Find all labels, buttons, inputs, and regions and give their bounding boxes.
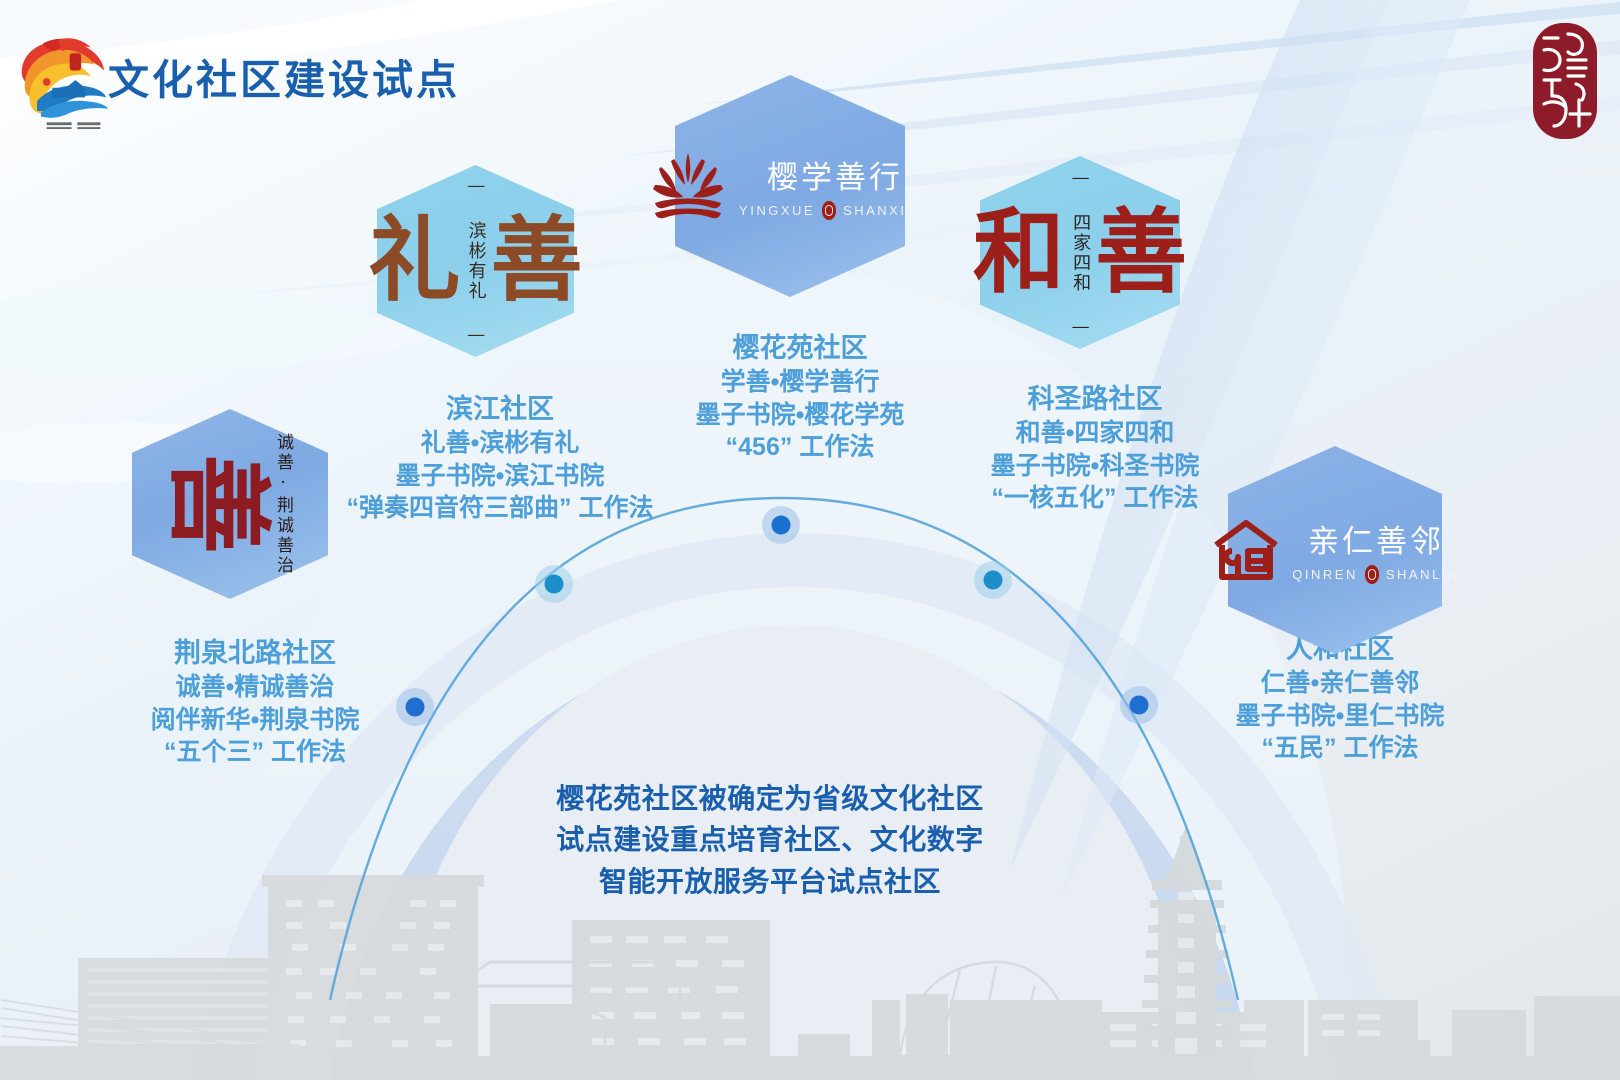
community-method: “弹奏四音符三部曲” 工作法 [346, 494, 654, 523]
badge-char-right: 善 [490, 206, 583, 315]
badge-name-en: QINREN SHANLIN [1292, 565, 1459, 584]
page-title: 文化社区建设试点 [108, 57, 460, 103]
community-name: 樱花苑社区 [732, 333, 868, 363]
badge-char-left: 礼 [368, 206, 461, 315]
red-seal-stamp-icon [1533, 23, 1597, 139]
caption-line-2: 试点建设重点培育社区、文化数字 [556, 824, 984, 856]
community-academy: 墨子书院•里仁书院 [1235, 701, 1445, 730]
hexagon-shape [132, 409, 328, 599]
community-method: “一核五化” 工作法 [991, 484, 1199, 513]
badge-side-label: — 四家四和 — [1070, 166, 1092, 339]
badge-qinren[interactable]: 亲仁善邻 QINREN SHANLIN [1214, 446, 1457, 654]
badge-heshan[interactable]: 和 — 四家四和 — 善 [973, 156, 1187, 349]
badge-name-en: YINGXUE SHANXING [739, 201, 931, 220]
community-name: 科圣路社区 [1027, 384, 1163, 414]
community-academy: 阅伴新华•荆泉书院 [150, 705, 360, 734]
badge-name-en-left: YINGXUE [739, 203, 816, 218]
arc-node-group [396, 506, 1158, 726]
community-theme: 和善•四家四和 [1015, 419, 1175, 448]
badge-name-cn: 亲仁善邻 [1308, 524, 1444, 560]
mini-seal-icon [822, 201, 837, 220]
community-method: “五个三” 工作法 [164, 738, 346, 767]
community-block-jingquan: 荆泉北路社区 诚善•精诚善治 阅伴新华•荆泉书院 “五个三” 工作法 [110, 636, 400, 769]
community-name: 滨江社区 [446, 394, 554, 424]
community-name: 荆泉北路社区 [174, 638, 336, 668]
badge-lishan[interactable]: 礼 — 滨彬有礼 — 善 [368, 165, 583, 357]
community-method: “五民” 工作法 [1261, 734, 1419, 763]
badge-name-en-left: QINREN [1292, 567, 1358, 582]
poster-header: 文化社区建设试点 [0, 0, 1620, 150]
bottom-caption: 樱花苑社区被确定为省级文化社区 试点建设重点培育社区、文化数字 智能开放服务平台… [510, 778, 1030, 902]
community-theme: 仁善•亲仁善邻 [1260, 669, 1420, 698]
lotus-book-logo-icon [653, 153, 724, 219]
mini-seal-icon [1364, 565, 1379, 584]
community-academy: 墨子书院•樱花学苑 [695, 400, 905, 429]
badge-chengshan[interactable]: 善 诚善·荆诚善治 [132, 409, 328, 599]
caption-line-1: 樱花苑社区被确定为省级文化社区 [556, 783, 984, 814]
community-block-yinghua: 樱花苑社区 学善•樱学善行 墨子书院•樱花学苑 “456” 工作法 [655, 331, 945, 464]
community-academy: 墨子书院•滨江书院 [395, 461, 605, 490]
community-theme: 礼善•滨彬有礼 [420, 429, 580, 458]
hexagon-shape [377, 165, 574, 357]
badge-name-en-right: SHANLIN [1385, 567, 1460, 582]
badge-char-right: 善 [1095, 197, 1188, 306]
caption-line-3: 智能开放服务平台试点社区 [598, 865, 941, 897]
badge-name-en-right: SHANXING [843, 203, 931, 218]
culture-swirl-logo-icon [21, 38, 109, 130]
community-block-binjiang: 滨江社区 礼善•滨彬有礼 墨子书院•滨江书院 “弹奏四音符三部曲” 工作法 [330, 392, 670, 525]
badge-yingxue[interactable]: 樱学善行 YINGXUE SHANXING [653, 75, 928, 297]
badge-side-label: 诚善·荆诚善治 [273, 432, 294, 576]
community-theme: 学善•樱学善行 [720, 368, 880, 397]
community-method: “456” 工作法 [725, 433, 875, 462]
community-block-keshenglu: 科圣路社区 和善•四家四和 墨子书院•科圣书院 “一核五化” 工作法 [955, 382, 1235, 515]
house-he-logo-icon [1214, 520, 1279, 580]
community-theme: 诚善•精诚善治 [175, 673, 335, 702]
community-academy: 墨子书院•科圣书院 [990, 451, 1200, 480]
badge-side-label: — 滨彬有礼 — [465, 175, 487, 347]
badge-char-left: 和 [972, 197, 1065, 306]
badge-name-cn: 樱学善行 [767, 160, 903, 196]
hexagon-shape [980, 156, 1180, 349]
badge-big-char: 善 [156, 454, 280, 554]
